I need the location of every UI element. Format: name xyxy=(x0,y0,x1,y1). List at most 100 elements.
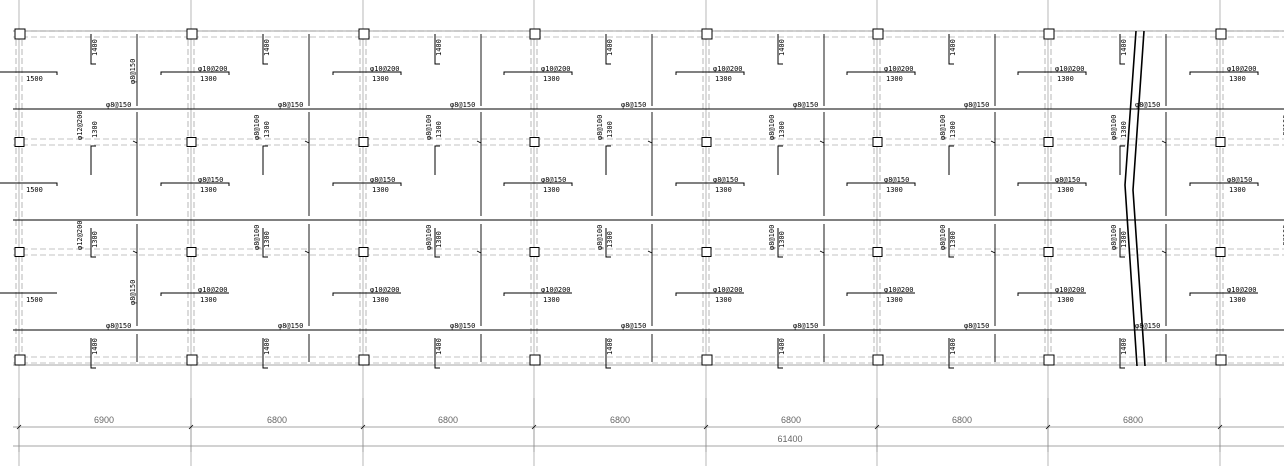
top-hook-4 xyxy=(605,34,611,65)
bottom-row-length-2: 1300 xyxy=(200,296,217,304)
support-bar-top-4 xyxy=(503,71,573,75)
vertical-bar-label-a-2: φ8@100 xyxy=(253,115,261,140)
left-length-top: 1500 xyxy=(26,75,43,83)
column-3-6 xyxy=(872,247,883,257)
label-1300-b-4: 1300 xyxy=(606,231,614,248)
tick-b-1 xyxy=(132,250,138,254)
label-1400-top-3: 1400 xyxy=(435,39,443,56)
bar-label-upper-7: φ8@150 xyxy=(1135,101,1160,109)
top-row-label-7: φ10@200 xyxy=(1055,65,1085,73)
vertical-bar-label-b-6: φ8@100 xyxy=(939,225,947,250)
support-bar-top-7 xyxy=(1017,71,1087,75)
dimension-tick-8 xyxy=(1217,424,1223,430)
vertical-bar-label-b-4: φ8@100 xyxy=(596,225,604,250)
label-1300-a-3: 1300 xyxy=(435,121,443,138)
column-2-6 xyxy=(872,137,883,147)
label-1300-b-5: 1300 xyxy=(778,231,786,248)
support-bar-top-8 xyxy=(1189,71,1259,75)
tick-a-4 xyxy=(647,140,653,144)
mid-hook-up-1 xyxy=(90,145,96,175)
column-1-7 xyxy=(1043,28,1055,40)
bottom-hook-2 xyxy=(262,338,268,369)
label-1400-top-6: 1400 xyxy=(949,39,957,56)
bottom-row-length-4: 1300 xyxy=(543,296,560,304)
bar-label-lower-2: φ8@150 xyxy=(278,322,303,330)
support-bar-mid-8 xyxy=(1189,182,1259,186)
vertical-bar-label-b-7: φ8@100 xyxy=(1110,225,1118,250)
bottom-hook-1 xyxy=(90,338,96,369)
mid-row-label-7: φ8@150 xyxy=(1055,176,1080,184)
top-hook-2 xyxy=(262,34,268,65)
column-4-4 xyxy=(529,354,541,366)
label-1300-a-5: 1300 xyxy=(778,121,786,138)
top-row-label-6: φ10@200 xyxy=(884,65,914,73)
column-3-3 xyxy=(358,247,369,257)
label-1400-bottom-1: 1400 xyxy=(91,338,99,355)
column-1-6 xyxy=(872,28,884,40)
label-1400-bottom-4: 1400 xyxy=(606,338,614,355)
tick-a-5 xyxy=(819,140,825,144)
top-row-length-2: 1300 xyxy=(200,75,217,83)
label-1300-a-6: 1300 xyxy=(949,121,957,138)
top-row-label-8: φ10@200 xyxy=(1227,65,1257,73)
dim-bay-3: 6800 xyxy=(438,415,458,425)
bottom-row-length-7: 1300 xyxy=(1057,296,1074,304)
mid-row-length-6: 1300 xyxy=(886,186,903,194)
tick-a-7 xyxy=(1161,140,1167,144)
dim-bay-1: 6900 xyxy=(94,415,114,425)
top-row-length-5: 1300 xyxy=(715,75,732,83)
column-2-8 xyxy=(1215,137,1226,147)
dimension-lines: 6900 6800 6800 6800 6800 6800 6800 61400 xyxy=(94,415,1143,444)
left-vertical-label-b: φ12@200 xyxy=(76,220,84,250)
label-1300-b-7: 1300 xyxy=(1120,231,1128,248)
bottom-hook-7 xyxy=(1119,338,1125,369)
column-1-5 xyxy=(701,28,713,40)
label-1400-bottom-5: 1400 xyxy=(778,338,786,355)
mid-row-length-4: 1300 xyxy=(543,186,560,194)
support-bar-top-1 xyxy=(0,71,58,75)
mid-hook-up-5 xyxy=(777,145,783,175)
mid-hook-down-4 xyxy=(605,228,611,258)
bar-label-lower-7: φ8@150 xyxy=(1135,322,1160,330)
vertical-bar-label-b-8: φ8@100 xyxy=(1282,225,1284,250)
mid-row-length-8: 1300 xyxy=(1229,186,1246,194)
support-bar-top-6 xyxy=(846,71,916,75)
vertical-bar-label-a-5: φ8@100 xyxy=(768,115,776,140)
support-bar-bottom-3 xyxy=(332,292,401,296)
bottom-row-length-6: 1300 xyxy=(886,296,903,304)
tick-b-3 xyxy=(476,250,482,254)
dim-bay-7: 6800 xyxy=(1123,415,1143,425)
tick-b-5 xyxy=(819,250,825,254)
vertical-bar-label-a-3: φ8@100 xyxy=(425,115,433,140)
mid-row-length-2: 1300 xyxy=(200,186,217,194)
label-1400-bottom-2: 1400 xyxy=(263,338,271,355)
dimension-tick-5 xyxy=(703,424,709,430)
column-4-2 xyxy=(186,354,198,366)
top-row-label-2: φ10@200 xyxy=(198,65,228,73)
bar-label-upper-3: φ8@150 xyxy=(450,101,475,109)
column-1-2 xyxy=(186,28,198,40)
bottom-row-length-5: 1300 xyxy=(715,296,732,304)
dim-total: 61400 xyxy=(777,434,802,444)
dimension-tick-6 xyxy=(874,424,880,430)
column-3-7 xyxy=(1043,247,1054,257)
mid-hook-down-5 xyxy=(777,228,783,258)
label-1400-bottom-6: 1400 xyxy=(949,338,957,355)
top-hook-5 xyxy=(777,34,783,65)
vertical-bar-label-a-6: φ8@100 xyxy=(939,115,947,140)
label-1400-bottom-7: 1400 xyxy=(1120,338,1128,355)
label-1400-top-5: 1400 xyxy=(778,39,786,56)
top-row-length-4: 1300 xyxy=(543,75,560,83)
label-1400-top-7: 1400 xyxy=(1120,39,1128,56)
support-bar-bottom-1 xyxy=(0,292,57,294)
break-line-b xyxy=(1132,30,1146,367)
bottom-row-label-5: φ10@200 xyxy=(713,286,743,294)
support-bar-top-2 xyxy=(160,71,230,75)
bottom-row-label-8: φ10@200 xyxy=(1227,286,1257,294)
support-bar-bottom-4 xyxy=(503,292,572,296)
support-bar-top-3 xyxy=(332,71,402,75)
bottom-row-label-3: φ10@200 xyxy=(370,286,400,294)
column-2-3 xyxy=(358,137,369,147)
mid-hook-down-6 xyxy=(948,228,954,258)
